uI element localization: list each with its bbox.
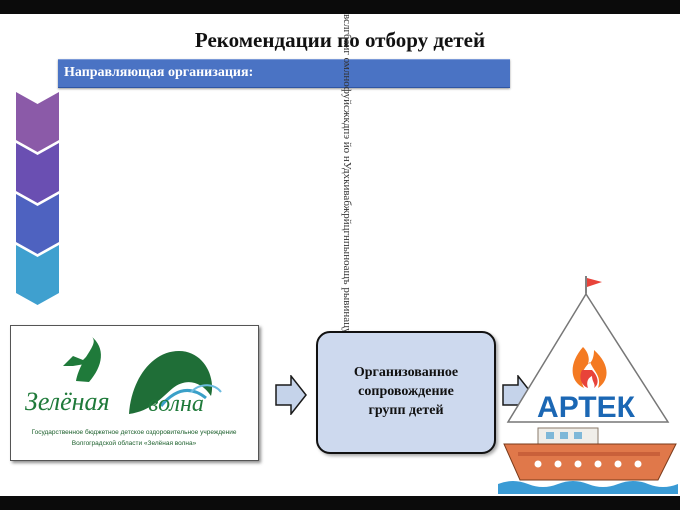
organization-banner: Направляющая организация: xyxy=(58,59,510,88)
chevron-icon xyxy=(16,143,59,203)
center-box-text: Организованное сопровождение групп детей xyxy=(318,363,494,420)
right-arrow-icon xyxy=(275,373,307,420)
logo-caption: Государственное бюджетное детское оздоро… xyxy=(31,429,237,436)
artek-boat-illustration: АРТЕК xyxy=(498,272,678,494)
logo-word-wave: волна xyxy=(148,391,204,417)
top-bar xyxy=(0,0,680,14)
banner-label: Направляющая организация: xyxy=(64,65,254,80)
wave-logo-icon xyxy=(63,336,222,414)
logo-caption-region: Волгоградской области «Зелёная волна» xyxy=(71,440,197,447)
chevron-icon xyxy=(16,245,59,305)
center-line-3: групп детей xyxy=(368,403,444,418)
center-line-2: сопровождение xyxy=(358,384,454,399)
logo-word-green: Зелёная xyxy=(25,387,110,416)
artek-label: АРТЕК xyxy=(537,391,636,424)
zelenaya-volna-logo: Зелёная волна Государственное бюджетное … xyxy=(10,325,259,461)
chevron-icon xyxy=(16,92,59,152)
organized-escort-box: Организованное сопровождение групп детей xyxy=(316,331,496,454)
center-line-1: Организованное xyxy=(353,365,459,380)
page-title: Рекомендации по отбору детей xyxy=(194,28,486,52)
vertical-text-column: вслгбаиг омлнофуйсжкдпэ йо нУдхкивабжрйц… xyxy=(341,14,352,378)
bottom-bar xyxy=(0,496,680,510)
chevron-icon xyxy=(16,194,59,254)
